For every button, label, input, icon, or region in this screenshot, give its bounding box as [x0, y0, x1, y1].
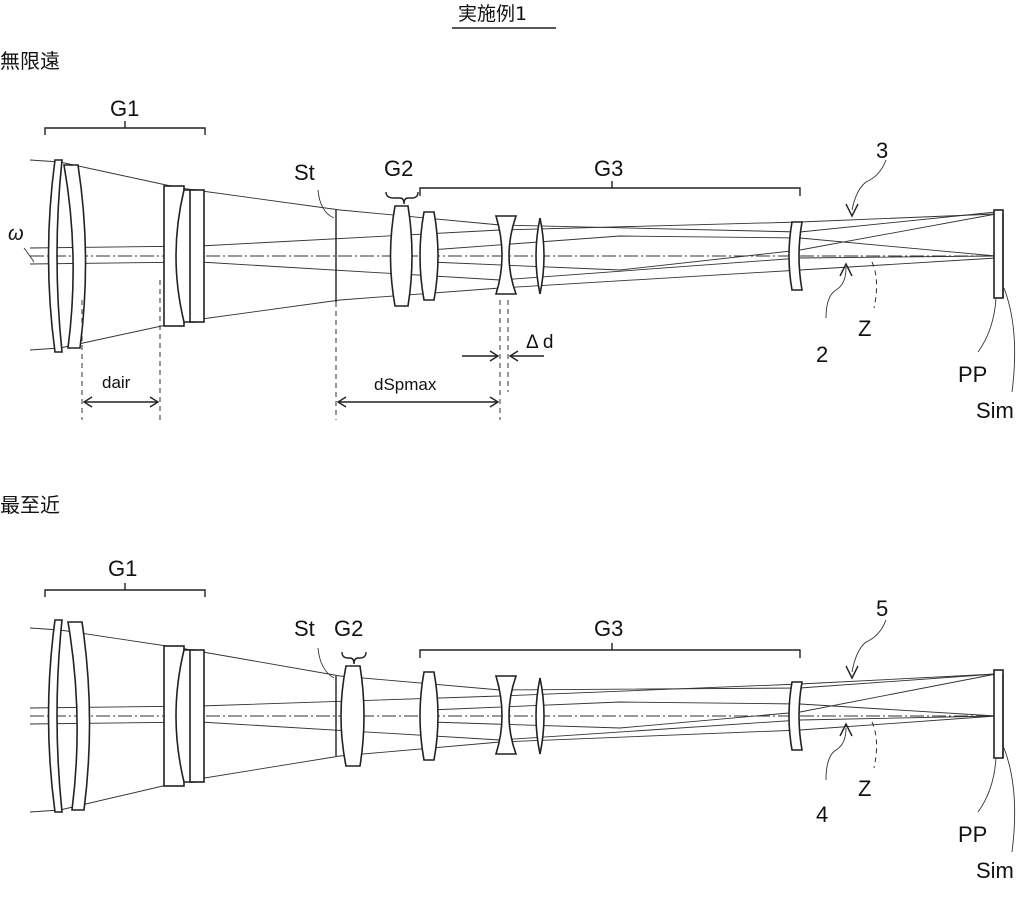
- group-label-g1: G1: [110, 96, 139, 121]
- dim-dspmax-arrow-right: [489, 396, 500, 408]
- sim-leader: [1003, 747, 1016, 853]
- lens-g1-1: [47, 619, 63, 813]
- ref-5-leader: [851, 619, 887, 673]
- lens-g2: [340, 665, 365, 767]
- bracket-g1: [44, 589, 206, 597]
- bracket-g3: [419, 187, 801, 196]
- lens-g1-2: [63, 164, 87, 349]
- dim-dspmax-arrow-left: [336, 396, 347, 408]
- lens-group-g1: [47, 619, 205, 813]
- lens-g1-1: [47, 159, 63, 353]
- bracket-g2: [385, 191, 419, 205]
- bracket-g1: [44, 127, 206, 135]
- stop-leader: [317, 647, 335, 679]
- ray-cross-a: [429, 235, 997, 257]
- ref-z-leader: [871, 261, 878, 309]
- ref-3-leader: [851, 159, 887, 211]
- ref-5-arrow: [845, 665, 859, 680]
- label-sim: Sim: [976, 398, 1014, 423]
- angle-omega-arc: [23, 247, 35, 263]
- bracket-g2: [341, 651, 367, 665]
- lens-group-g1: [47, 159, 205, 353]
- dim-dair-arrow-right: [149, 396, 160, 408]
- pp-leader: [977, 757, 997, 813]
- angle-omega-label: ω: [8, 223, 24, 245]
- lens-g3-3: [535, 217, 545, 295]
- ref-z-leader: [871, 721, 878, 769]
- dim-delta-arrow-left: [489, 350, 500, 362]
- dim-label-dair: dair: [102, 373, 131, 392]
- group-label-g2: G2: [384, 156, 413, 181]
- lens-g1-5: [189, 649, 205, 783]
- ref-label-2: 2: [816, 342, 828, 367]
- ref-label-5: 5: [876, 596, 888, 621]
- ref-4-arrow: [839, 722, 853, 737]
- stop-leader: [317, 189, 335, 219]
- ray-cross-b: [429, 213, 997, 271]
- ray-cross-b: [429, 673, 997, 729]
- lens-g3-2: [494, 215, 518, 295]
- label-pp: PP: [958, 822, 987, 847]
- lens-g2: [389, 205, 413, 307]
- lens-g3-2: [494, 675, 518, 755]
- image-plane-pp: [993, 669, 1004, 759]
- lens-g3-4: [788, 221, 803, 291]
- pp-leader: [977, 297, 997, 353]
- ref-label-3: 3: [876, 138, 888, 163]
- stop-label: St: [294, 160, 315, 185]
- dim-delta-arrow-right: [508, 350, 519, 362]
- lens-g3-3: [535, 677, 545, 755]
- ref-4-leader: [825, 727, 847, 781]
- lens-g3-1: [419, 211, 439, 301]
- group-label-g2: G2: [334, 616, 363, 641]
- ref-3-arrow: [845, 203, 859, 218]
- lens-g3-4: [788, 681, 803, 751]
- lens-g1-5: [189, 189, 205, 323]
- ref-2-arrow: [839, 262, 853, 277]
- dim-label-delta-d: Δ d: [526, 332, 554, 353]
- image-plane-pp: [993, 209, 1004, 299]
- panel-closest: 最至近 G1 St G2: [0, 493, 1016, 883]
- panel-infinity: 無限遠 ω G1 St: [0, 49, 1016, 423]
- figure-title: 実施例1: [458, 3, 527, 25]
- sim-leader: [1003, 287, 1016, 393]
- group-label-g3: G3: [594, 616, 623, 641]
- group-label-g3: G3: [594, 156, 623, 181]
- ref-label-4: 4: [816, 802, 828, 827]
- lens-group-g3: [419, 671, 803, 761]
- group-label-g1: G1: [108, 556, 137, 581]
- label-sim: Sim: [976, 858, 1014, 883]
- ref-label-z: Z: [858, 776, 871, 801]
- bracket-g3: [419, 649, 801, 658]
- ref-label-z: Z: [858, 316, 871, 341]
- lens-g1-2: [67, 621, 91, 811]
- label-pp: PP: [958, 362, 987, 387]
- dim-dair-arrow-left: [82, 396, 93, 408]
- lens-g3-1: [419, 671, 439, 761]
- state-label-infinity: 無限遠: [0, 49, 60, 73]
- dim-label-dspmax: dSpmax: [374, 375, 437, 394]
- state-label-closest: 最至近: [0, 493, 60, 517]
- ray-cross-a: [429, 701, 997, 717]
- ref-2-leader: [825, 267, 847, 319]
- stop-label: St: [294, 616, 315, 641]
- lens-group-g3: [419, 211, 803, 301]
